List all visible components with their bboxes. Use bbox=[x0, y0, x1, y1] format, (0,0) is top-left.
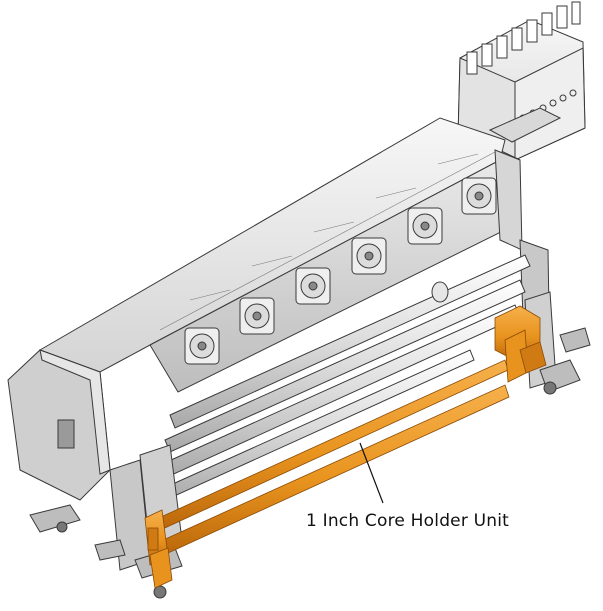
fan-icon bbox=[407, 207, 443, 245]
fan-icon bbox=[461, 177, 497, 215]
fan-icon bbox=[184, 327, 220, 365]
lower-frame bbox=[29, 239, 591, 599]
core-holder-unit bbox=[144, 305, 547, 589]
fan-icon bbox=[351, 237, 387, 275]
fan-row bbox=[184, 177, 497, 365]
callout-leader-line bbox=[359, 442, 384, 504]
fan-icon bbox=[239, 297, 275, 335]
ink-tank-unit bbox=[457, 1, 586, 241]
fan-icon bbox=[295, 267, 331, 305]
callout-label: 1 Inch Core Holder Unit bbox=[306, 511, 510, 531]
